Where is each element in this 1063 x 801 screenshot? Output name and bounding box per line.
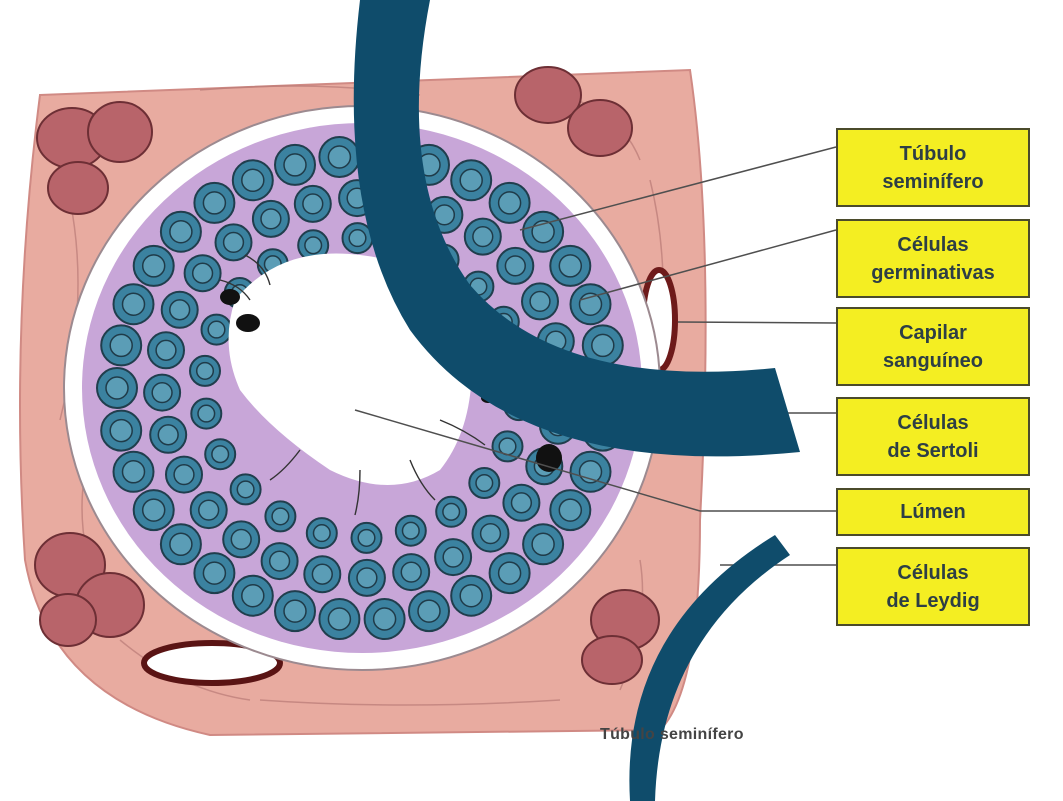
germ-cell-nucleus [106, 377, 128, 399]
germ-cell-nucleus [197, 363, 214, 380]
germ-cell-nucleus [110, 420, 132, 442]
label-celulas-germinativas: Células germinativas [836, 219, 1030, 298]
germ-cell-nucleus [284, 600, 306, 622]
label-line-2: de Leydig [886, 587, 979, 615]
germ-cell-nucleus [481, 524, 501, 544]
germ-cell-nucleus [203, 562, 225, 584]
label-line-1: Células [897, 409, 968, 437]
germ-cell-nucleus [559, 499, 581, 521]
germ-cell-nucleus [499, 192, 521, 214]
germ-cell-nucleus [349, 230, 366, 247]
germ-cell-nucleus [123, 293, 145, 315]
germ-cell-nucleus [224, 233, 244, 253]
germ-cell-nucleus [532, 533, 554, 555]
germ-cell-nucleus [476, 475, 493, 492]
germ-cell-nucleus [174, 465, 194, 485]
label-line-1: Lúmen [900, 498, 966, 526]
germ-cell-nucleus [403, 522, 420, 539]
germ-cell-nucleus [303, 194, 323, 214]
germ-cell-nucleus [499, 562, 521, 584]
germ-cell-nucleus [312, 564, 332, 584]
germ-cell-nucleus [530, 292, 550, 312]
germ-cell-nucleus [110, 334, 132, 356]
germ-cell-nucleus [156, 340, 176, 360]
label-line-1: Capilar [899, 319, 967, 347]
germ-cell-nucleus [261, 209, 281, 229]
label-celulas-de-sertoli: Células de Sertoli [836, 397, 1030, 476]
germ-cell-nucleus [193, 263, 213, 283]
germ-cell-nucleus [314, 525, 331, 542]
germ-cell-nucleus [374, 608, 396, 630]
label-capilar-sanguineo: Capilar sanguíneo [836, 307, 1030, 386]
label-line-2: de Sertoli [887, 437, 978, 465]
germ-cell-nucleus [231, 530, 251, 550]
germ-cell-nucleus [242, 169, 264, 191]
germ-cell-nucleus [328, 146, 350, 168]
germ-cell-nucleus [203, 192, 225, 214]
label-line-1: Células [897, 559, 968, 587]
germ-cell-nucleus [237, 481, 254, 498]
germ-cell-nucleus [143, 255, 165, 277]
germ-cell-nucleus [199, 500, 219, 520]
label-line-1: Túbulo [900, 140, 967, 168]
leader-line-capilar [678, 322, 836, 323]
label-line-2: sanguíneo [883, 347, 983, 375]
germ-cell-nucleus [208, 321, 225, 338]
label-celulas-de-leydig: Células de Leydig [836, 547, 1030, 626]
germ-cell-nucleus [170, 533, 192, 555]
germ-cell-nucleus [435, 205, 455, 225]
label-line-2: germinativas [871, 259, 994, 287]
germ-cell-nucleus [443, 504, 460, 521]
germ-cell-nucleus [152, 383, 172, 403]
germ-cell-nucleus [401, 562, 421, 582]
germ-cell-nucleus [143, 499, 165, 521]
germ-cell-nucleus [158, 425, 178, 445]
germ-cell-nucleus [473, 227, 493, 247]
figure-caption: Túbulo seminífero [600, 726, 744, 744]
label-line-2: seminífero [882, 168, 983, 196]
germ-cell-nucleus [123, 461, 145, 483]
germ-cell-nucleus [505, 256, 525, 276]
germ-cell-nucleus [358, 530, 375, 547]
germ-cell-nucleus [559, 255, 581, 277]
germ-cell-nucleus [460, 169, 482, 191]
germ-cell-nucleus [305, 237, 322, 254]
germ-cell-nucleus [242, 585, 264, 607]
germ-cell-nucleus [328, 608, 350, 630]
label-tubulo-seminifero: Túbulo seminífero [836, 128, 1030, 207]
germ-cell-nucleus [443, 547, 463, 567]
germ-cell-nucleus [170, 300, 190, 320]
germ-cell-nucleus [272, 508, 289, 525]
germ-cell-nucleus [198, 405, 215, 422]
germ-cell-nucleus [170, 221, 192, 243]
germ-cell-nucleus [460, 585, 482, 607]
label-lumen: Lúmen [836, 488, 1030, 536]
germ-cell-nucleus [592, 334, 614, 356]
germ-cell-nucleus [512, 493, 532, 513]
germ-cell-nucleus [418, 600, 440, 622]
germ-cell-nucleus [212, 446, 229, 463]
germ-cell-nucleus [284, 154, 306, 176]
label-line-1: Células [897, 231, 968, 259]
germ-cell-nucleus [270, 551, 290, 571]
germ-cell-nucleus [357, 568, 377, 588]
